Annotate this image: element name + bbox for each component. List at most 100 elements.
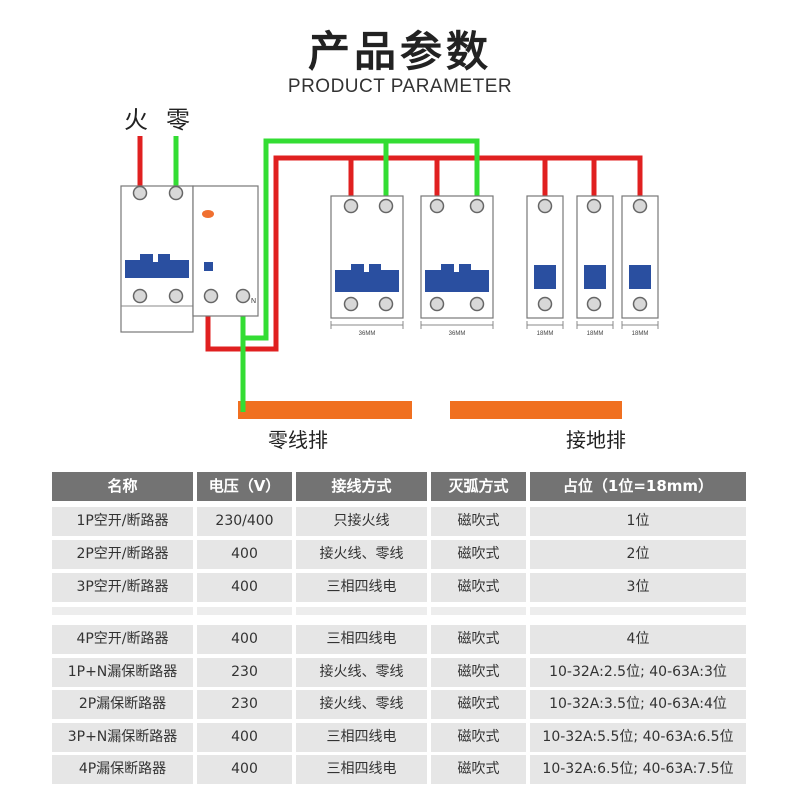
ground-bar: [450, 401, 622, 419]
table-cell: 230: [197, 690, 292, 719]
breaker-terminal: [632, 198, 648, 214]
wiring-diagram: N 36MM 36MM 18MM 18MM 18MM: [120, 136, 659, 419]
main-breaker-terminal: [168, 288, 184, 304]
table-cell: 磁吹式: [431, 690, 526, 719]
table-header-row: 名称电压（V）接线方式灭弧方式占位（1位=18mm）: [52, 472, 746, 501]
table-cell: 400: [197, 540, 292, 569]
main-breaker-terminal: [132, 185, 148, 201]
table-cell: 230/400: [197, 507, 292, 536]
ground-bar-label: 接地排: [566, 428, 626, 452]
table-cell: 三相四线电: [296, 723, 427, 752]
breaker-terminal: [469, 198, 485, 214]
table-cell: 磁吹式: [431, 625, 526, 654]
breaker-1p-handle: [629, 265, 651, 289]
table-cell: 3位: [530, 573, 746, 602]
breaker-2p-body: [330, 195, 404, 319]
neutral-bar: [238, 401, 412, 419]
breaker-1p-handle: [584, 265, 606, 289]
table-cell: 4P漏保断路器: [52, 755, 193, 784]
live-bus-wire: [205, 155, 643, 352]
width-label: 18MM: [587, 331, 604, 337]
table-cell: 230: [197, 658, 292, 687]
table-cell: 磁吹式: [431, 507, 526, 536]
table-cell: 10-32A:2.5位; 40-63A:3位: [530, 658, 746, 687]
table-cell: 10-32A:6.5位; 40-63A:7.5位: [530, 755, 746, 784]
table-cell: 接火线、零线: [296, 658, 427, 687]
width-label: 18MM: [632, 331, 649, 337]
main-breaker-body: [120, 185, 194, 333]
breaker-terminal: [343, 296, 359, 312]
table-spacer: [52, 607, 746, 615]
breaker-terminal: [429, 198, 445, 214]
breaker-terminal: [586, 198, 602, 214]
table-header-cell: 名称: [52, 472, 193, 501]
breaker-terminal: [586, 296, 602, 312]
breaker-terminal: [537, 198, 553, 214]
table-cell: 接火线、零线: [296, 540, 427, 569]
table-header-cell: 占位（1位=18mm）: [530, 472, 746, 501]
table-cell: 1位: [530, 507, 746, 536]
table-cell: 只接火线: [296, 507, 427, 536]
rcd-terminal: [203, 288, 219, 304]
table-cell: 2位: [530, 540, 746, 569]
width-label: 36MM: [359, 331, 376, 337]
table-cell: 10-32A:5.5位; 40-63A:6.5位: [530, 723, 746, 752]
rcd-terminal: [235, 288, 251, 304]
neutral-bar-label: 零线排: [268, 428, 328, 452]
neutral-label: 零: [166, 106, 190, 134]
table-cell: 4P空开/断路器: [52, 625, 193, 654]
table-cell: 400: [197, 723, 292, 752]
table-cell: 400: [197, 755, 292, 784]
table-cell: 10-32A:3.5位; 40-63A:4位: [530, 690, 746, 719]
table-cell: 磁吹式: [431, 723, 526, 752]
table-cell: 1P+N漏保断路器: [52, 658, 193, 687]
table-header-cell: 电压（V）: [197, 472, 292, 501]
breaker-terminal: [537, 296, 553, 312]
table-cell: 2P空开/断路器: [52, 540, 193, 569]
table-cell: 2P漏保断路器: [52, 690, 193, 719]
breaker-terminal: [469, 296, 485, 312]
breaker-1p-handle: [534, 265, 556, 289]
page-title: 产品参数: [307, 27, 492, 76]
table-header-cell: 灭弧方式: [431, 472, 526, 501]
page-subtitle: PRODUCT PARAMETER: [287, 76, 513, 97]
neutral-bus-wire: [240, 138, 480, 341]
table-cell: 磁吹式: [431, 573, 526, 602]
table-cell: 磁吹式: [431, 658, 526, 687]
rcd-n-mark: N: [251, 298, 256, 305]
width-label: 18MM: [537, 331, 554, 337]
table-cell: 三相四线电: [296, 573, 427, 602]
table-header-cell: 接线方式: [296, 472, 427, 501]
live-label: 火: [124, 106, 148, 134]
table-cell: 三相四线电: [296, 625, 427, 654]
table-cell: 磁吹式: [431, 540, 526, 569]
table-cell: 400: [197, 573, 292, 602]
main-breaker-handle: [125, 254, 189, 278]
main-breaker-terminal: [132, 288, 148, 304]
breaker-2p-body: [420, 195, 494, 319]
breaker-2p-handle: [425, 264, 489, 292]
rcd-indicator: [204, 262, 213, 271]
table-cell: 磁吹式: [431, 755, 526, 784]
table-cell: 1P空开/断路器: [52, 507, 193, 536]
table-cell: 3P+N漏保断路器: [52, 723, 193, 752]
breaker-terminal: [378, 198, 394, 214]
table-cell: 4位: [530, 625, 746, 654]
breaker-terminal: [632, 296, 648, 312]
width-label: 36MM: [449, 331, 466, 337]
table-cell: 接火线、零线: [296, 690, 427, 719]
breaker-terminal: [378, 296, 394, 312]
breaker-2p-handle: [335, 264, 399, 292]
breaker-terminal: [343, 198, 359, 214]
table-cell: 三相四线电: [296, 755, 427, 784]
rcd-test-indicator: [202, 210, 214, 218]
breaker-terminal: [429, 296, 445, 312]
